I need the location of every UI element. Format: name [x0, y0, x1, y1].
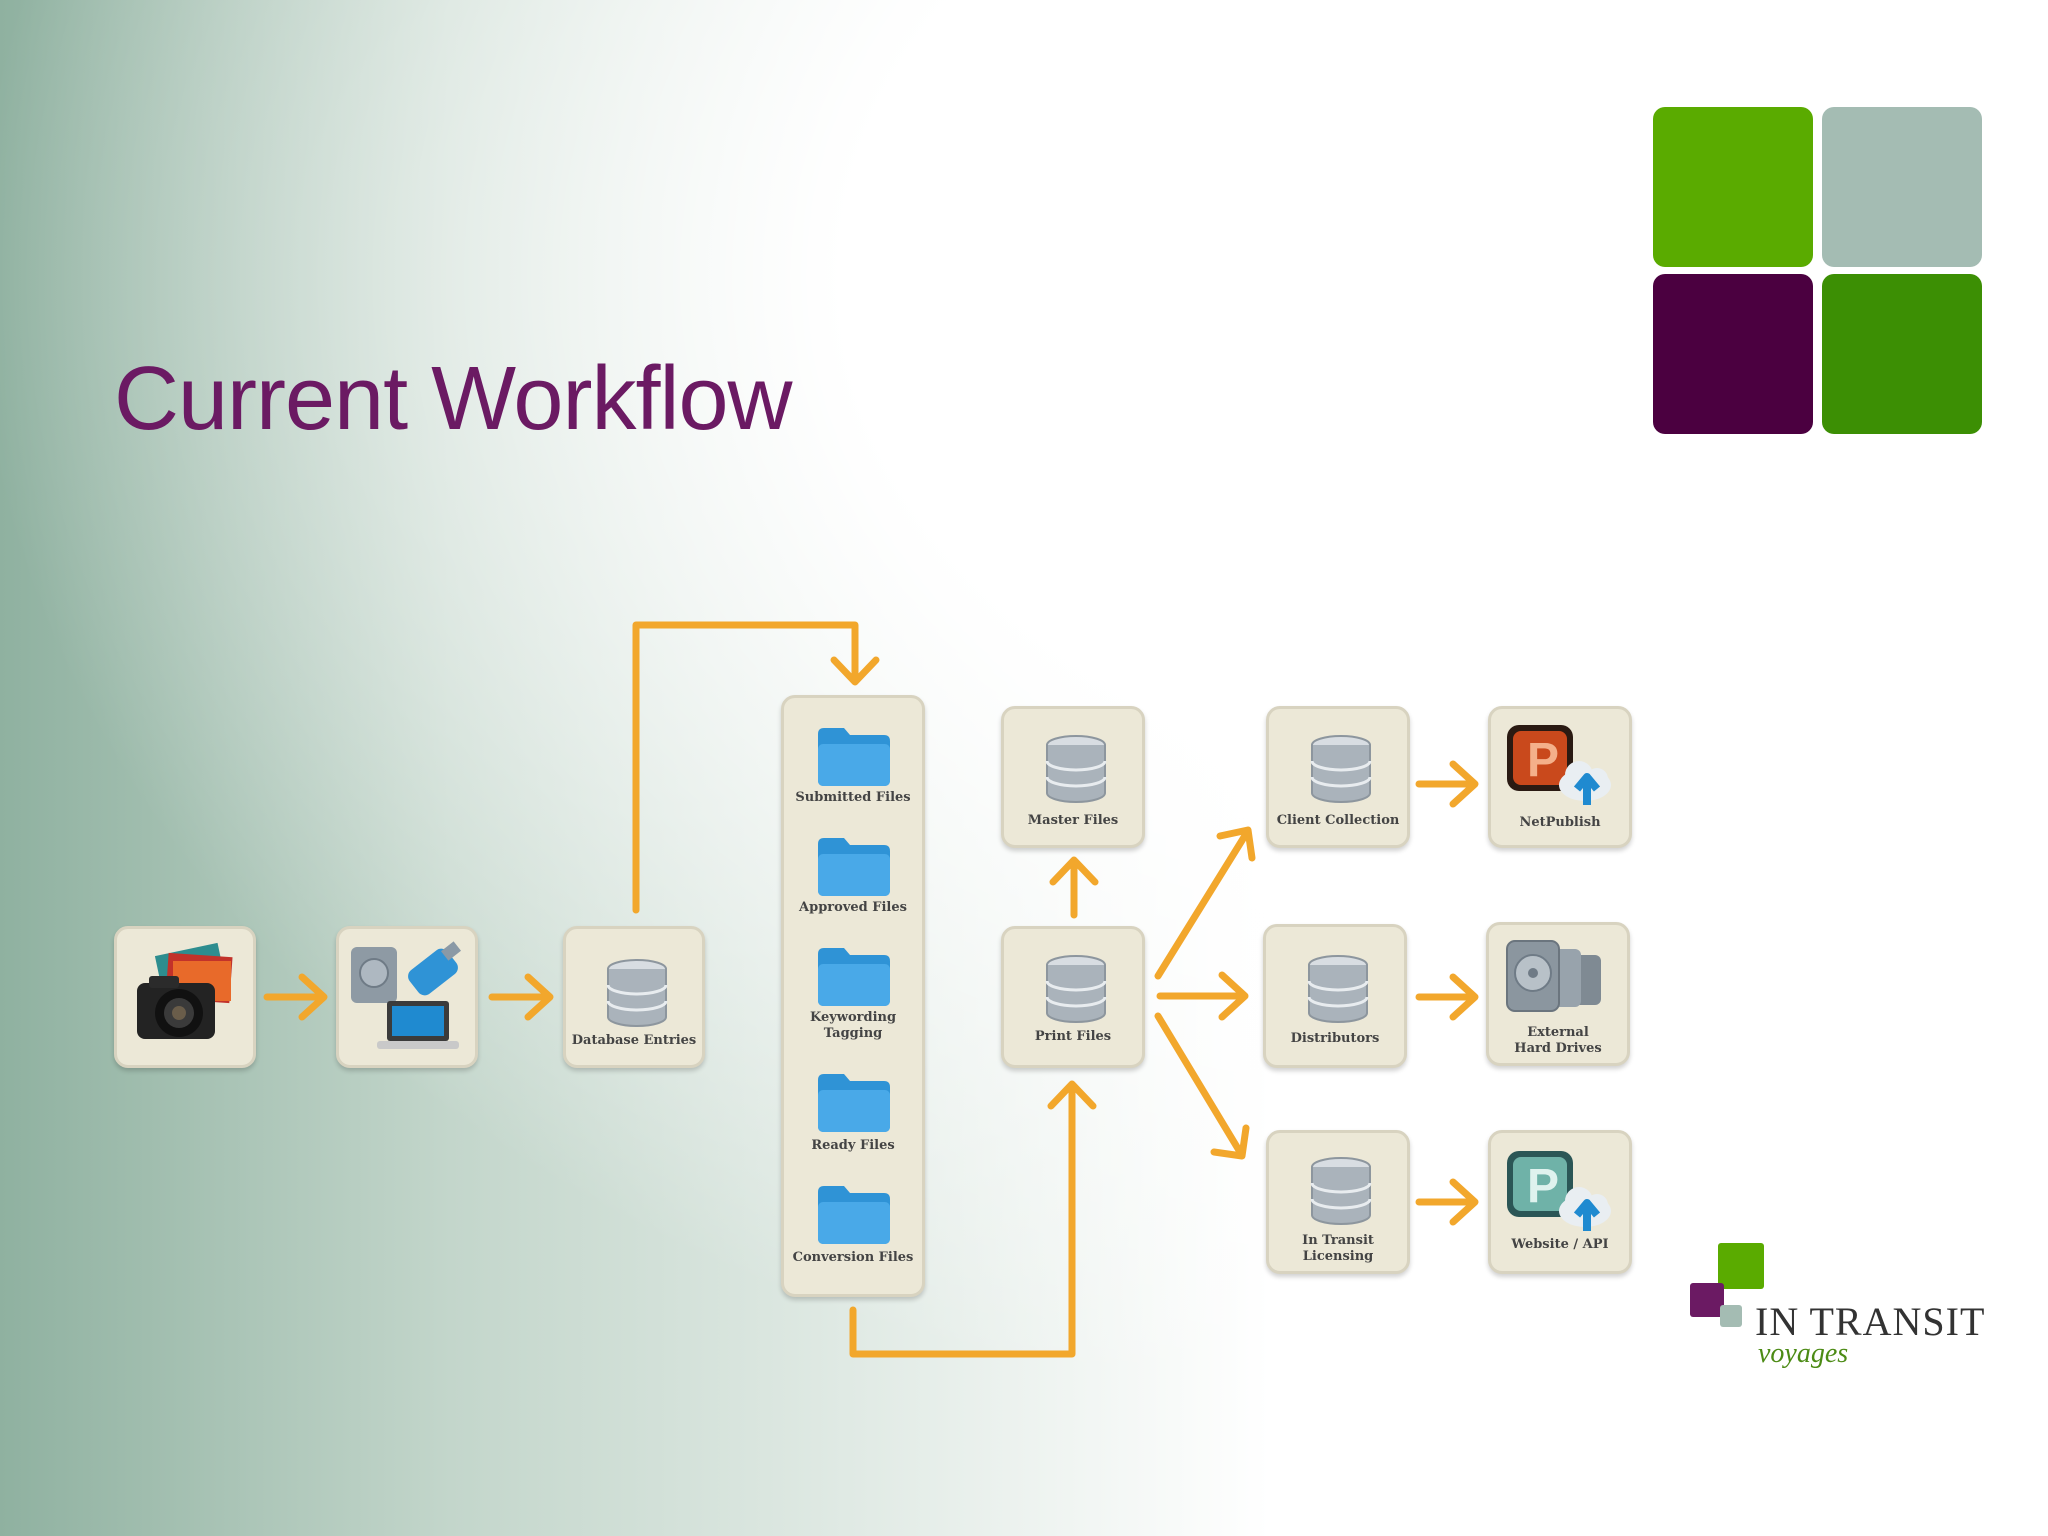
arrow-print-to-distributors: [1156, 971, 1249, 1021]
arrow-folders-to-print: [849, 1080, 1097, 1358]
database-icon: [1310, 735, 1372, 803]
node-label-in-transit-licensing: In Transit Licensing: [1302, 1233, 1374, 1264]
page-title: Current Workflow: [114, 349, 793, 449]
decor-square-green-dark: [1822, 274, 1982, 434]
node-devices: [336, 926, 478, 1068]
website-api-icon: P: [1507, 1151, 1611, 1231]
camera-icon: [137, 942, 233, 1039]
node-label-client-collection: Client Collection: [1276, 813, 1400, 828]
arrow-print-to-licensing: [1154, 1012, 1250, 1160]
database-icon: [606, 959, 668, 1027]
arrow-camera-to-devices: [263, 973, 328, 1021]
node-label-approved-files: Approved Files: [799, 900, 907, 915]
node-label-conversion-files: Conversion Files: [792, 1250, 914, 1265]
folder-icon: [818, 728, 890, 786]
folder-icon: [818, 1074, 890, 1132]
arrow-print-to-master: [1049, 856, 1099, 919]
node-netpublish: P NetPublish: [1488, 706, 1632, 848]
arrow-client-to-netpublish: [1415, 760, 1479, 808]
hard-drives-icon: [1506, 940, 1601, 1012]
logo-tagline: voyages: [1758, 1338, 1849, 1369]
node-folders-column: Submitted Files Approved Files Keywordin…: [781, 695, 925, 1297]
svg-text:P: P: [1527, 734, 1559, 787]
svg-text:P: P: [1527, 1160, 1559, 1213]
node-distributors: Distributors: [1263, 924, 1407, 1068]
node-label-print-files: Print Files: [1034, 1029, 1112, 1044]
arrow-print-to-client: [1154, 826, 1256, 980]
folder-icon: [818, 1186, 890, 1244]
database-icon: [1307, 955, 1369, 1023]
node-camera: [114, 926, 256, 1068]
node-external-hard-drives: External Hard Drives: [1486, 922, 1630, 1066]
in-transit-logo-mark: [1690, 1243, 1764, 1327]
hard-drive-icon: [351, 947, 397, 1003]
folder-icon: [818, 838, 890, 896]
node-website-api: P Website / API: [1488, 1130, 1632, 1274]
database-icon: [1310, 1157, 1372, 1225]
usb-drive-icon: [408, 941, 461, 996]
node-client-collection: Client Collection: [1266, 706, 1410, 848]
folder-icon: [818, 948, 890, 1006]
decor-square-purple: [1653, 274, 1813, 434]
database-icon: [1045, 735, 1107, 803]
node-print-files: Print Files: [1001, 926, 1145, 1068]
database-icon: [1045, 955, 1107, 1023]
arrow-database-to-folders: [632, 621, 880, 914]
node-database-entries: Database Entries: [563, 926, 705, 1068]
arrow-distributors-to-drives: [1415, 973, 1479, 1021]
arrow-licensing-to-website: [1415, 1178, 1479, 1226]
node-label-submitted-files: Submitted Files: [795, 790, 911, 805]
decor-square-green-light: [1653, 107, 1813, 267]
node-label-database-entries: Database Entries: [571, 1033, 697, 1048]
node-master-files: Master Files: [1001, 706, 1145, 848]
arrow-devices-to-database: [488, 973, 554, 1021]
netpublish-icon: P: [1507, 725, 1611, 805]
node-label-ready-files: Ready Files: [811, 1138, 895, 1153]
node-label-keywording-tagging: Keywording Tagging: [809, 1010, 897, 1041]
logo-name: IN TRANSIT: [1755, 1299, 1986, 1344]
node-label-external-hard-drives: External Hard Drives: [1514, 1025, 1602, 1056]
laptop-icon: [377, 1001, 459, 1049]
node-label-master-files: Master Files: [1027, 813, 1119, 828]
decor-square-gray: [1822, 107, 1982, 267]
node-in-transit-licensing: In Transit Licensing: [1266, 1130, 1410, 1274]
node-label-distributors: Distributors: [1290, 1031, 1380, 1046]
node-label-website-api: Website / API: [1511, 1237, 1609, 1252]
node-label-netpublish: NetPublish: [1519, 815, 1601, 830]
